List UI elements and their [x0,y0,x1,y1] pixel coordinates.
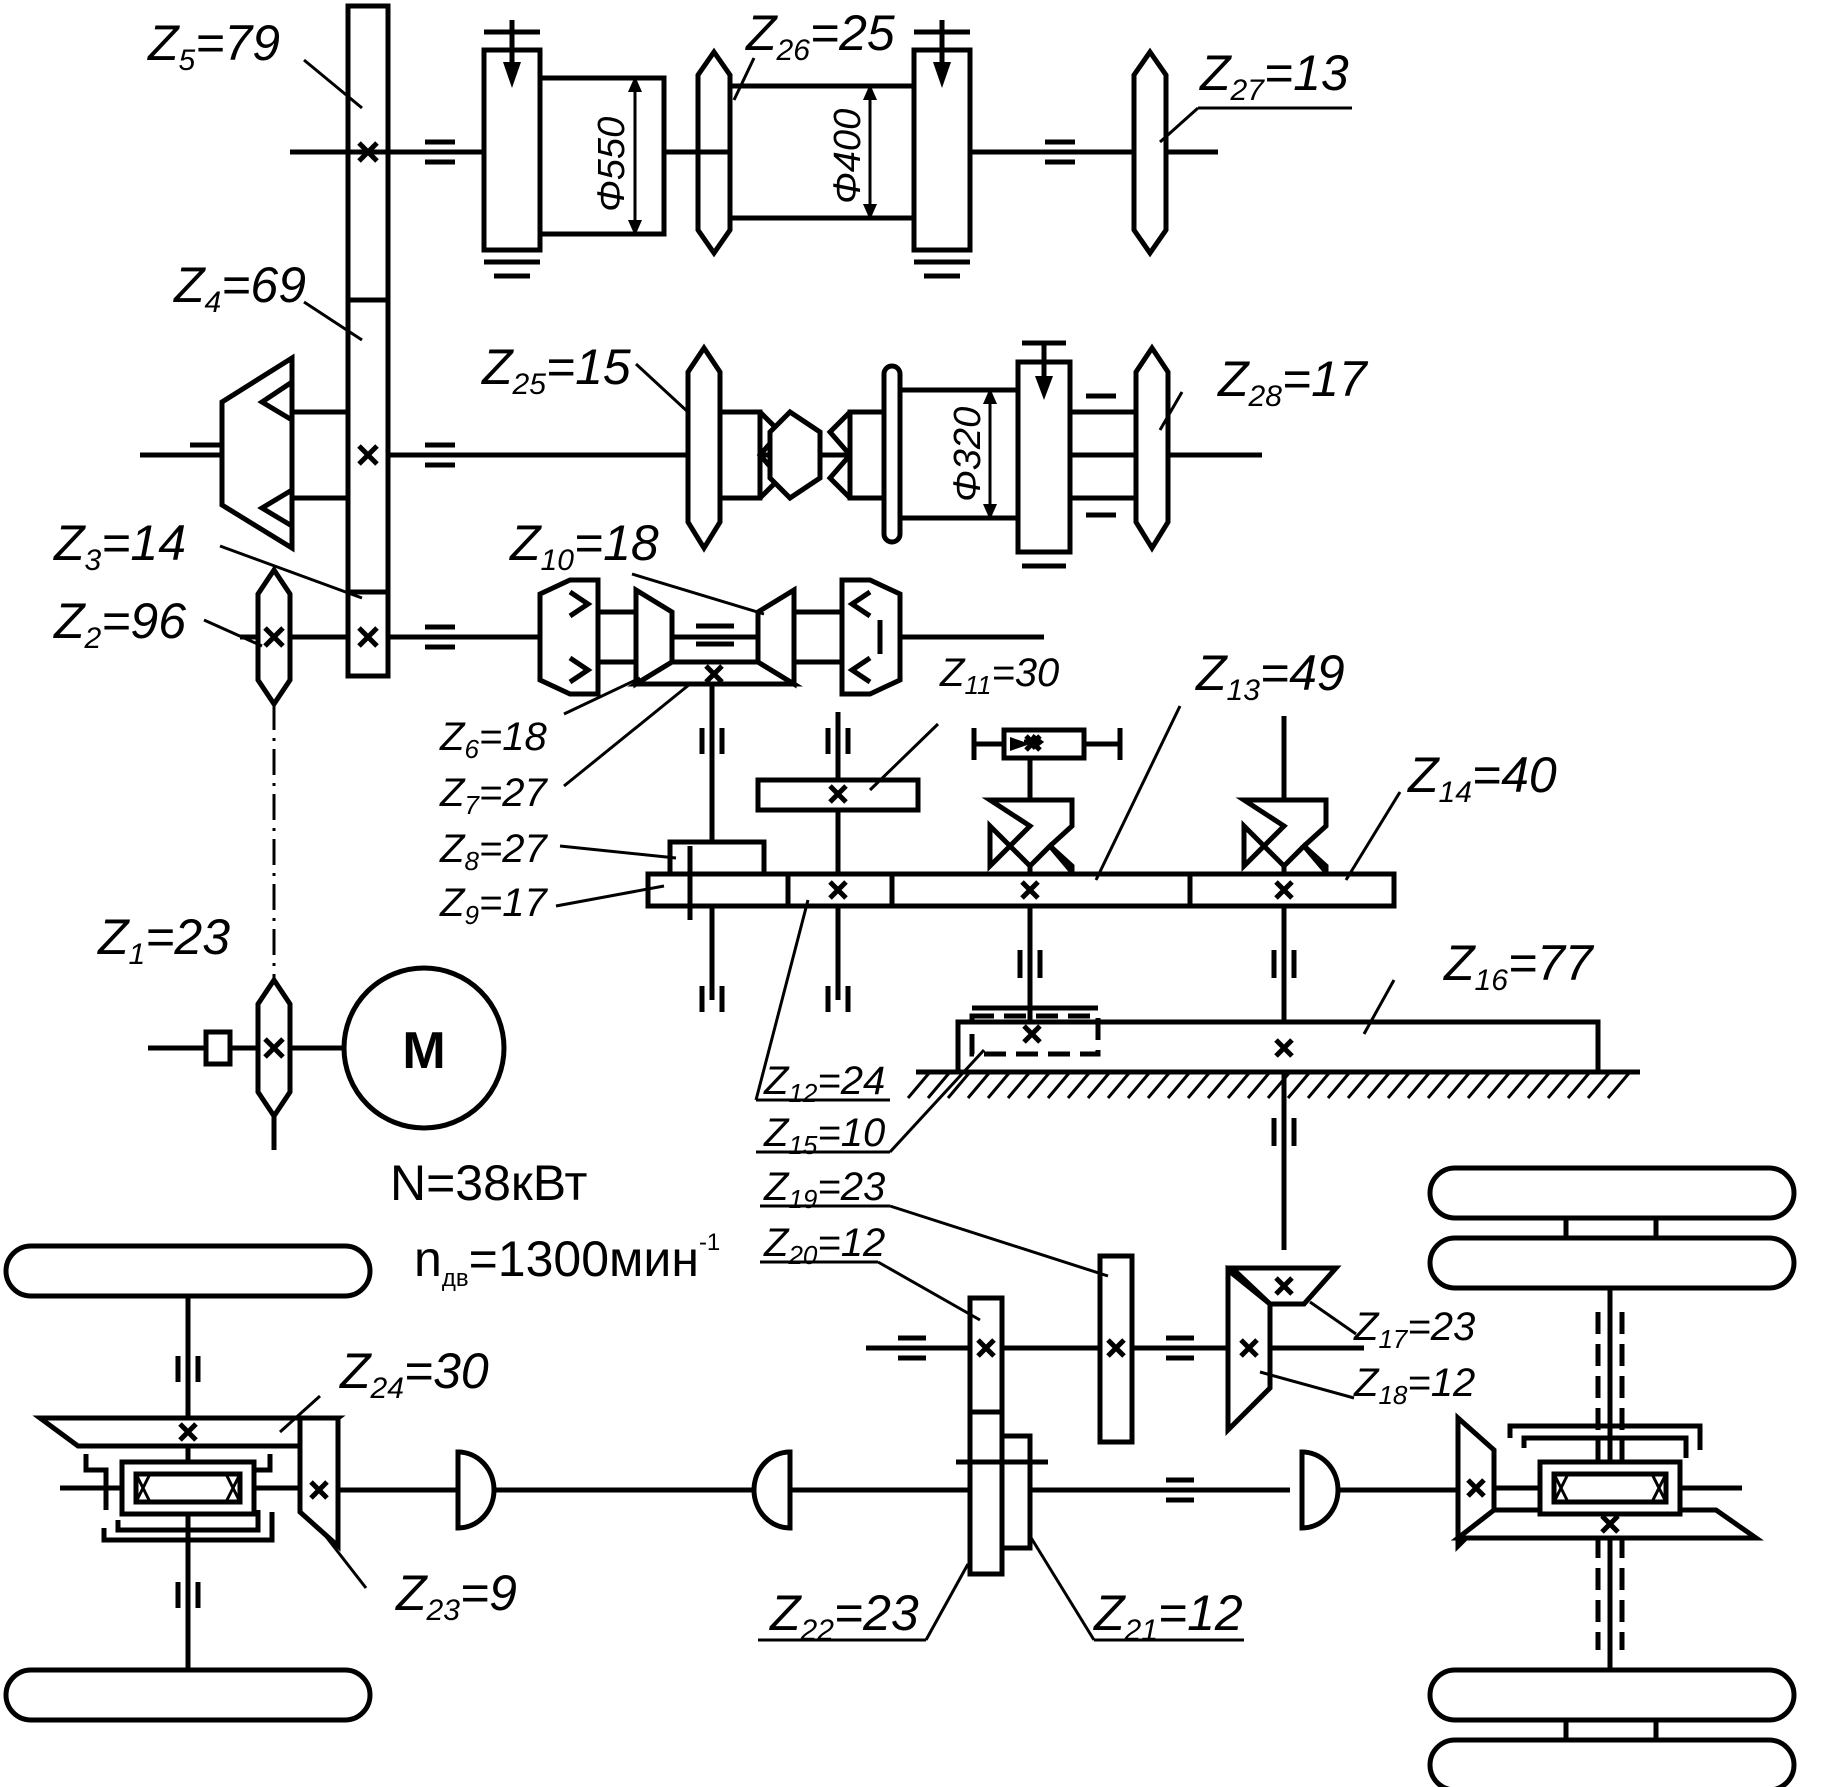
sprocket-z27 [1131,47,1169,258]
wheel-right-bottom-2 [1427,1737,1797,1787]
label-z13: Z13=49 [1195,645,1345,707]
wheel-right-bottom-1 [1427,1667,1797,1723]
label-z15: Z15=10 [763,1111,885,1160]
wheel-right-top-2 [1427,1235,1797,1291]
gear-column [345,3,391,679]
label-z7: Z7=27 [439,771,549,820]
claw-clutch-center [767,408,823,502]
gear-z22 [967,1409,1005,1577]
motor-speed: nдв=1300мин-1 [414,1229,720,1292]
label-z19: Z19=23 [763,1165,885,1214]
gear-z21 [999,1433,1033,1551]
label-z20: Z20=12 [763,1221,885,1270]
wheel-left-bottom [3,1667,373,1723]
top-shaft [290,20,1218,279]
bevel-gear-z23 [297,1415,341,1552]
label-z27: Z27=13 [1199,45,1349,107]
motor-symbol: M [402,1022,445,1080]
label-z4: Z4=69 [173,257,306,319]
label-d320: Φ320 [947,407,989,502]
label-z6: Z6=18 [439,715,548,764]
label-z23: Z23=9 [395,1565,517,1627]
drum-400 [727,83,917,221]
label-z12: Z12=24 [763,1059,885,1108]
gearbox [336,684,1640,1577]
left-axle [3,1243,373,1723]
gear-labels: Z5=79 Z4=69 Z3=14 Z2=96 Z1=23 Z26=25 Z27… [53,5,1595,1647]
bevel-cup-left [537,577,601,697]
gear-z16 [955,1019,1601,1075]
claw-clutch-z13 [981,797,1075,879]
bevel-cup-right [839,577,903,697]
claw-clutch-left [717,409,763,501]
u-joint-left-a [455,1449,497,1531]
label-z18: Z18=12 [1353,1361,1475,1410]
motor-specs: N=38кВт nдв=1300мин-1 [390,1155,720,1292]
bevel-gear-z10 [755,585,797,689]
label-z3: Z3=14 [53,515,186,577]
lower-shaft [240,565,1044,709]
gear-z20 [967,1295,1005,1415]
gear-z9 [645,871,791,909]
label-z14: Z14=40 [1407,747,1557,809]
label-z1: Z1=23 [97,909,230,971]
label-z24: Z24=30 [339,1343,489,1405]
label-z17: Z17=23 [1353,1305,1475,1354]
label-z9: Z9=17 [439,881,549,930]
leader-lines [203,57,1402,1642]
label-z25: Z25=15 [481,339,631,401]
label-z21: Z21=12 [1093,1585,1243,1647]
label-z11: Z11=30 [939,651,1059,700]
drum-550 [537,75,667,237]
wheel-left-top [3,1243,373,1299]
label-z28: Z28=17 [1217,351,1369,413]
differential-right [1537,1459,1683,1517]
label-z22: Z22=23 [769,1585,919,1647]
label-z5: Z5=79 [147,15,280,77]
gear-z15 [969,1013,1101,1057]
gear-z8 [667,839,767,877]
label-z2: Z2=96 [53,593,186,655]
wheel-right-top-1 [1427,1165,1797,1221]
coupling [203,1029,233,1067]
label-d400: Φ400 [827,109,869,204]
u-joint-left-b [751,1449,793,1531]
label-z26: Z26=25 [745,5,895,67]
claw-clutch-z14 [1235,797,1329,879]
motor-group: M [148,965,507,1150]
bearing-marks [699,728,1297,1146]
sprocket-z25 [685,343,723,553]
gear-z5-z4-z3-body [345,3,391,679]
sprocket-z28 [1133,343,1171,553]
right-bogie [1427,1165,1797,1787]
label-z16: Z16=77 [1443,935,1595,997]
motor-power: N=38кВт [390,1155,587,1211]
middle-shaft [140,340,1262,569]
gear-z13 [889,871,1193,909]
label-z10: Z10=18 [509,515,659,577]
label-d550: Φ550 [591,117,633,212]
ground-hatch [906,1071,1632,1099]
diameter-labels: Φ550 Φ400 Φ320 [591,109,989,502]
label-z8: Z8=27 [439,827,549,876]
motor [341,965,507,1131]
gear-z14 [1187,871,1397,909]
u-joint-right [1299,1449,1341,1531]
